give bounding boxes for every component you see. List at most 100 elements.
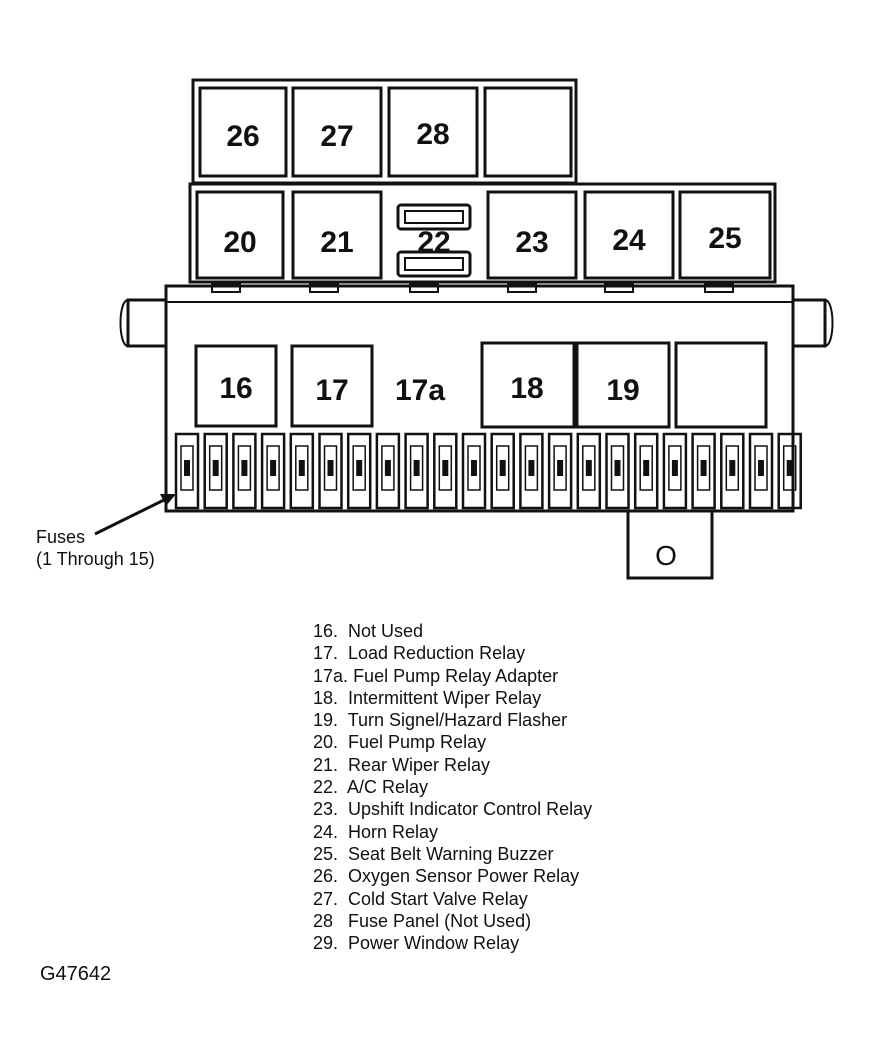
- relay-22-label: 22: [417, 226, 450, 259]
- fuse-body: [208, 445, 223, 491]
- fuse-slot: [547, 432, 573, 510]
- legend-item-text: Fuel Pump Relay Adapter: [353, 665, 559, 686]
- fuse-slot: [662, 432, 688, 510]
- legend-item-number: 17a.: [313, 665, 349, 686]
- right-mount-tab: [793, 298, 827, 348]
- relay-17-label: 17: [315, 374, 348, 407]
- panel-clips: [211, 283, 734, 293]
- fuse-rating-mark: [585, 460, 592, 476]
- relay-blank-top: [483, 86, 573, 178]
- relay-16: [194, 344, 278, 428]
- relay-21: [291, 190, 383, 280]
- legend-item-text: Turn Signel/Hazard Flasher: [347, 710, 568, 731]
- fuse-slot: [289, 432, 315, 510]
- fuse-slot: [232, 432, 257, 510]
- fuse-body: [639, 445, 653, 491]
- fuse-rating-mark: [557, 460, 564, 476]
- fuse-slot: [519, 432, 544, 510]
- legend-item-text: Seat Belt Warning Buzzer: [348, 843, 554, 864]
- figure-id: G47642: [40, 963, 112, 985]
- fuse-rating-mark: [729, 460, 736, 476]
- relay-21-label: 21: [320, 226, 353, 259]
- relay-22-top-fuse: [396, 203, 472, 231]
- relay-27-label: 27: [320, 120, 353, 153]
- fuse-body: [266, 445, 280, 491]
- relay-22-bottom-fuse-inner: [404, 257, 464, 271]
- fuse-rating-mark: [671, 460, 678, 476]
- legend-item-number: 27.: [313, 888, 339, 909]
- fuse-rating-mark: [270, 460, 277, 476]
- fuse-body: [438, 445, 453, 491]
- legend-item-text: Rear Wiper Relay: [348, 754, 491, 775]
- fuse-relay-panel-diagram: 26 27 28 20 21 22 23 24 25 16 17 17a 18 …: [94, 78, 834, 580]
- relay-17: [290, 344, 374, 428]
- fuse-body: [381, 445, 395, 491]
- legend-item-text: Horn Relay: [348, 821, 439, 842]
- legend-item: 29. Power Window Relay: [313, 932, 592, 954]
- relay-24: [583, 190, 675, 280]
- fuses-label: Fuses (1 Through 15): [36, 526, 155, 570]
- fuse-body: [323, 445, 338, 491]
- fuse-body: [409, 445, 424, 491]
- fuse-body: [782, 445, 797, 491]
- relay-22-top-fuse-inner: [404, 210, 464, 224]
- fuse-slot: [490, 432, 515, 510]
- fuse-body: [610, 445, 625, 491]
- legend-item-text: Not Used: [348, 621, 424, 641]
- fuse-slot: [777, 432, 802, 510]
- relay-24-label: 24: [612, 224, 646, 257]
- fuse-rating-mark: [298, 460, 305, 476]
- fuse-rating-mark: [758, 460, 764, 476]
- fuses-label-line2: (1 Through 15): [36, 549, 155, 569]
- fuse-slot: [318, 432, 343, 510]
- left-mount-tab: [126, 298, 166, 348]
- relay-20-label: 20: [223, 226, 256, 259]
- legend-item-text: Oxygen Sensor Power Relay: [348, 866, 580, 887]
- fuse-slot: [375, 432, 401, 510]
- legend-item: 17a. Fuel Pump Relay Adapter: [313, 665, 592, 687]
- fuse-body: [295, 445, 309, 491]
- fuse-rating-mark: [413, 460, 420, 476]
- fuse-body: [696, 445, 711, 491]
- fuse-rating-mark: [614, 460, 621, 476]
- fuse-body: [668, 445, 682, 491]
- legend-item: 17. Load Reduction Relay: [313, 642, 592, 664]
- fuse-body: [754, 445, 768, 491]
- legend-item-text: Intermittent Wiper Relay: [348, 687, 542, 708]
- relay-25-label: 25: [708, 222, 741, 255]
- fuse-rating-mark: [786, 460, 793, 476]
- fuses-arrow: [94, 494, 176, 536]
- relay-28-label: 28: [416, 118, 449, 151]
- fuse-rating-mark: [356, 460, 363, 476]
- relay-26-label: 26: [226, 120, 259, 153]
- fuse-slot: [461, 432, 487, 510]
- relay-22-bottom-fuse: [396, 250, 472, 278]
- relay-16-label: 16: [219, 372, 252, 405]
- fuse-slot: [605, 432, 630, 510]
- legend-item-number: 17.: [313, 643, 339, 664]
- relay-25: [678, 190, 772, 280]
- legend-item: 22. A/C Relay: [313, 776, 592, 798]
- relay-19-label: 19: [606, 374, 639, 407]
- relay-20: [195, 190, 285, 280]
- legend-item-text: Cold Start Valve Relay: [348, 888, 528, 909]
- fuse-slot: [748, 432, 774, 510]
- fuse-body: [725, 445, 740, 491]
- relay-19: [575, 341, 671, 429]
- legend-item: 23. Upshift Indicator Control Relay: [313, 798, 592, 820]
- fuse-body: [495, 445, 510, 491]
- main-fuse-panel: [164, 284, 795, 513]
- legend-item: 25. Seat Belt Warning Buzzer: [313, 843, 592, 865]
- fuse-slot: [174, 432, 200, 510]
- fuse-body: [467, 445, 481, 491]
- fuse-slot: [720, 432, 745, 510]
- relay-27: [291, 86, 383, 178]
- fuse-slot: [691, 432, 716, 510]
- fuse-body: [352, 445, 366, 491]
- fuse-slot: [433, 432, 458, 510]
- legend-item: 21. Rear Wiper Relay: [313, 754, 592, 776]
- legend-item-number: 22.: [313, 777, 339, 798]
- legend-item-number: 24.: [313, 821, 339, 842]
- fuse-body: [553, 445, 567, 491]
